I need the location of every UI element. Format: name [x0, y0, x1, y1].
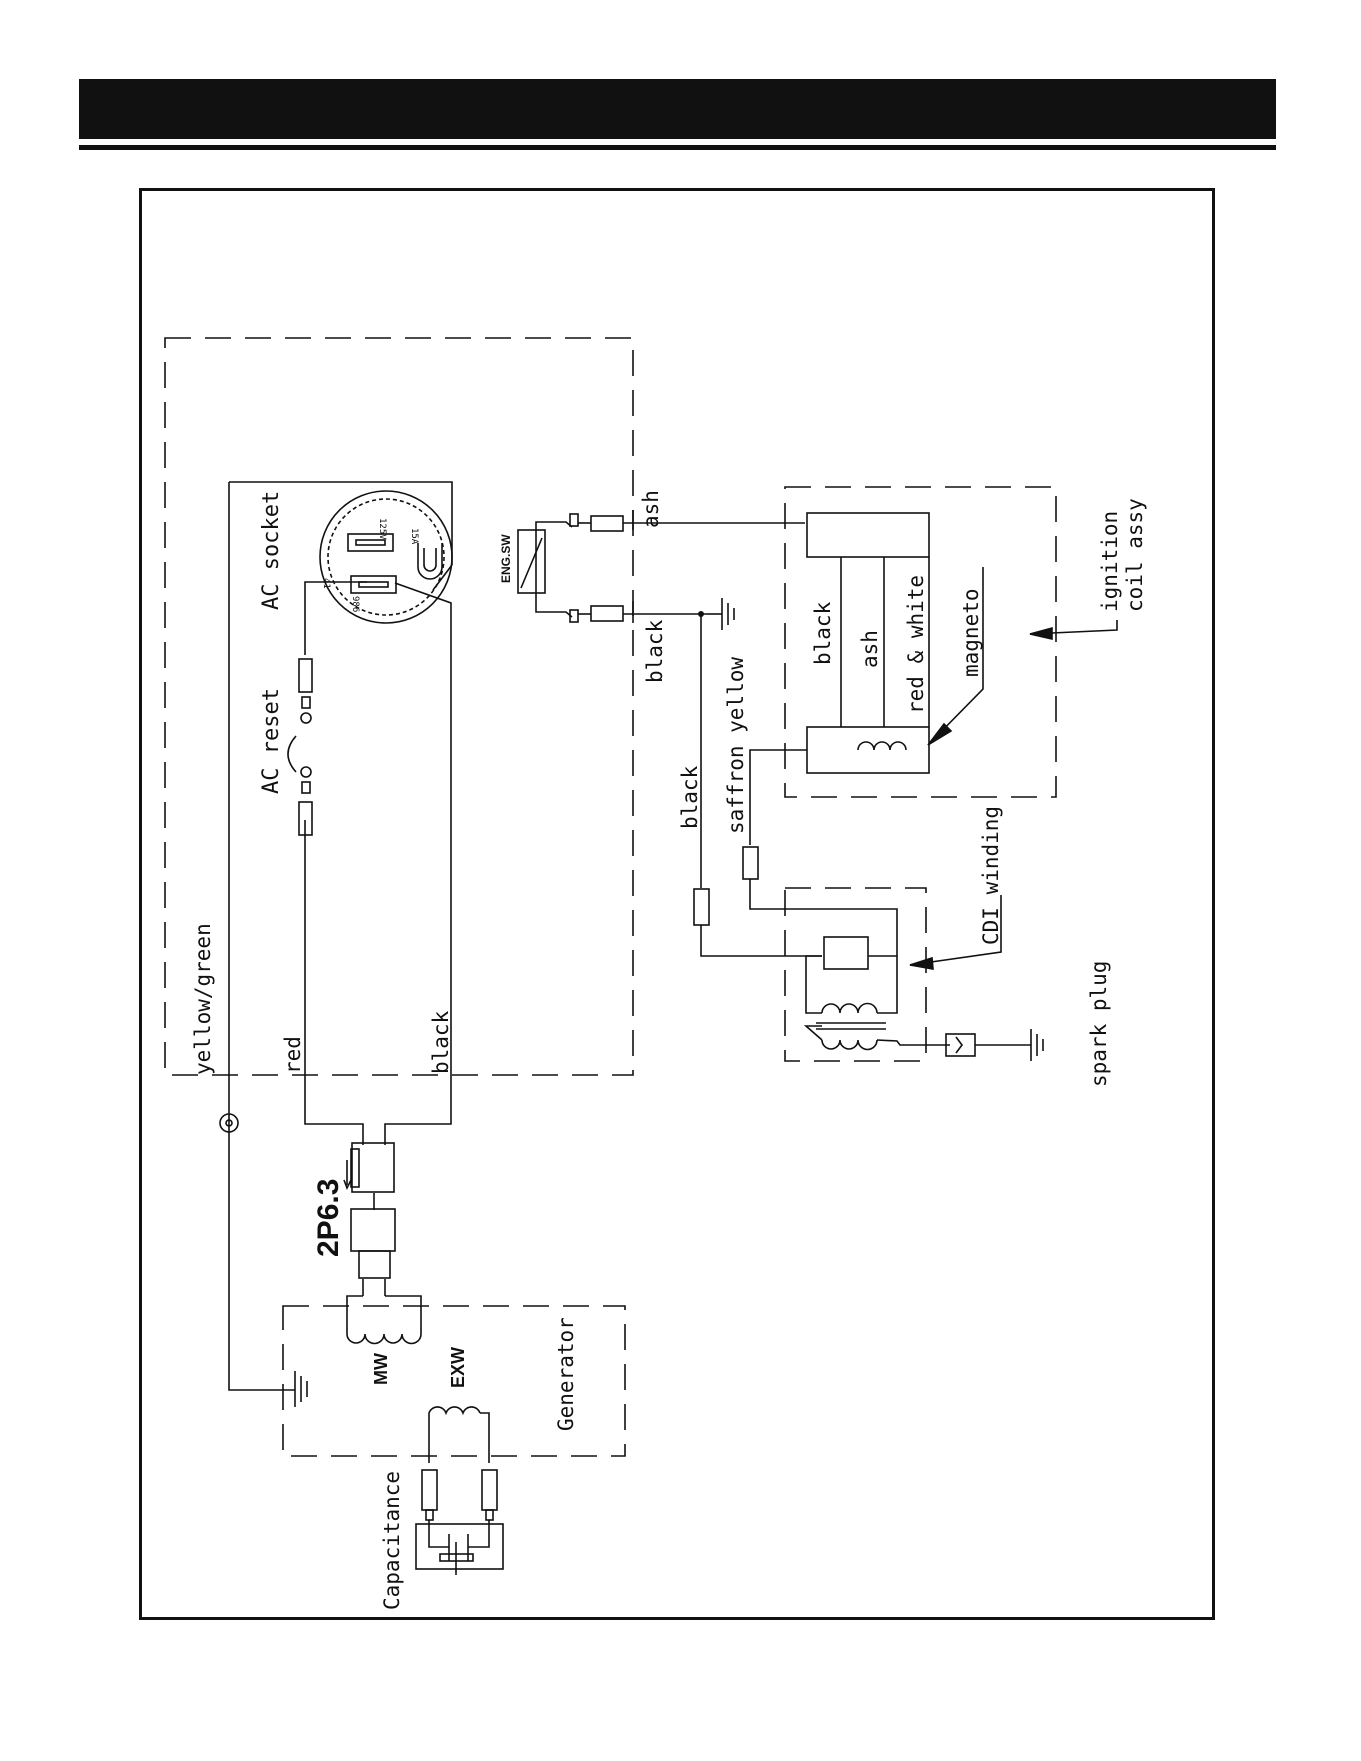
diagram-labels: AC socket AC reset 125V 15A 41 986 ENG.S…	[191, 490, 1147, 1610]
label-eng-sw: ENG.SW	[499, 534, 513, 583]
label-generator: Generator	[554, 1317, 578, 1431]
label-black-cdi: black	[678, 765, 702, 829]
wire-saffron-yellow	[750, 750, 807, 845]
ac-reset-breaker	[288, 659, 312, 835]
label-red: red	[281, 1036, 305, 1074]
label-exw: EXW	[448, 1347, 468, 1388]
label-ac-socket: AC socket	[259, 491, 284, 610]
label-coil-assy: coil assy	[1123, 498, 1147, 612]
label-red-white: red & white	[904, 575, 928, 714]
label-mw: MW	[371, 1353, 391, 1385]
label-black-coil: black	[811, 601, 835, 665]
label-black-switch: black	[643, 619, 667, 683]
label-socket-code-a: 41	[321, 578, 331, 589]
label-saffron-yellow: saffron yellow	[724, 657, 748, 834]
label-ignition: ignition	[1098, 511, 1122, 612]
label-black-main: black	[429, 1010, 453, 1074]
label-ash-top: ash	[639, 490, 663, 528]
spark-plug-symbol	[946, 1029, 1043, 1061]
label-capacitance: Capacitance	[380, 1471, 404, 1610]
ground-wire-yellow-green	[220, 1114, 307, 1407]
label-connector-2p6-3: 2P6.3	[312, 1179, 345, 1257]
label-socket-code-b: 986	[350, 596, 360, 612]
ac-socket-symbol	[320, 491, 452, 623]
label-ac-reset: AC reset	[259, 688, 284, 794]
label-socket-rating-a: 125V	[377, 518, 387, 540]
label-socket-rating-b: 15A	[409, 528, 419, 545]
capacitance-symbol	[416, 1470, 503, 1575]
cdi-symbol	[750, 888, 950, 1061]
control-box-outline	[165, 338, 633, 1075]
label-magneto: magneto	[959, 588, 983, 677]
label-yellow-green: yellow/green	[191, 923, 215, 1075]
ground-symbol-switch	[707, 598, 734, 630]
label-spark-plug: spark plug	[1087, 961, 1111, 1087]
label-ash-coil: ash	[858, 630, 882, 668]
label-cdi-winding: CDI winding	[979, 806, 1003, 945]
connector-2p6-3	[344, 1143, 395, 1296]
